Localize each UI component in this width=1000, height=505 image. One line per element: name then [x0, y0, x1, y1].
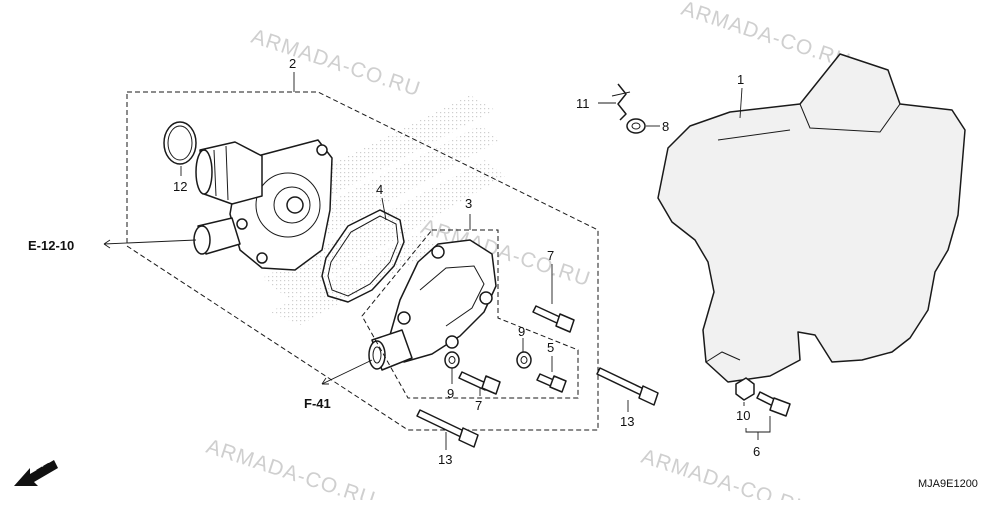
callout-3: 3 — [465, 196, 472, 211]
ref-f-41: F-41 — [304, 396, 331, 411]
callout-13-right: 13 — [620, 414, 634, 429]
part-gasket — [321, 209, 405, 303]
washer-9-right — [516, 351, 532, 369]
callout-4: 4 — [376, 182, 383, 197]
part-side-cover — [657, 53, 966, 383]
diagram-code: MJA9E1200 — [918, 478, 978, 490]
part-grommet-10 — [735, 377, 755, 401]
front-arrow: FR. — [14, 457, 60, 486]
part-pump-cover — [361, 229, 579, 399]
callout-7-lower: 7 — [475, 398, 482, 413]
part-clip — [611, 83, 631, 121]
leader-lines — [103, 72, 771, 450]
callout-10: 10 — [736, 408, 750, 423]
bolt-13-right — [596, 367, 659, 406]
callout-13-center: 13 — [438, 452, 452, 467]
watermark-text: ARMADA-CO.RU — [203, 435, 378, 500]
watermark-text: ARMADA-CO.RU — [638, 445, 813, 500]
bolt-7-lower — [458, 371, 501, 395]
part-bolt-6 — [756, 391, 791, 417]
bolt-13-center — [416, 409, 479, 448]
callout-12: 12 — [173, 179, 187, 194]
ref-e-12-10: E-12-10 — [28, 238, 74, 253]
callout-2: 2 — [289, 56, 296, 71]
bolt-5 — [536, 373, 567, 393]
bolt-7-upper — [532, 305, 575, 333]
callout-labels: 1 2 3 4 5 6 7 7 8 9 9 10 11 12 13 13 — [173, 56, 760, 467]
part-grommet-8 — [626, 118, 646, 134]
callout-9-right: 9 — [518, 324, 525, 339]
callout-9-left: 9 — [447, 386, 454, 401]
callout-6: 6 — [753, 444, 760, 459]
callout-1: 1 — [737, 72, 744, 87]
watermark-text: ARMADA-CO.RU — [248, 25, 423, 101]
callout-7-upper: 7 — [547, 248, 554, 263]
part-o-ring — [163, 121, 197, 165]
reference-labels: E-12-10 F-41 — [28, 238, 331, 411]
washer-9-left — [444, 351, 460, 369]
callout-11: 11 — [576, 96, 590, 111]
part-water-pump — [126, 91, 599, 431]
callout-8: 8 — [662, 119, 669, 134]
callout-5: 5 — [547, 340, 554, 355]
watermark-text: ARMADA-CO.RU — [678, 0, 853, 73]
